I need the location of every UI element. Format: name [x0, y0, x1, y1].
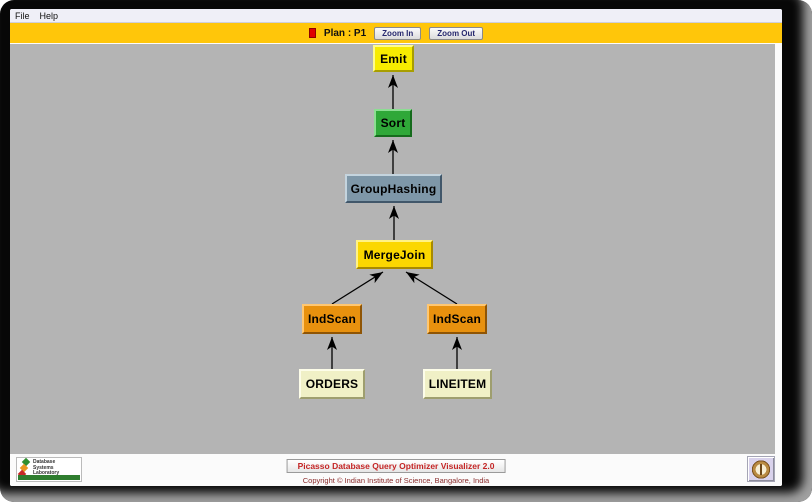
plan-toolbar: Plan : P1 Zoom In Zoom Out — [10, 23, 782, 43]
menu-file[interactable]: File — [15, 10, 30, 21]
plan-node-indscan-left[interactable]: IndScan — [302, 304, 362, 334]
plan-node-mergejoin[interactable]: MergeJoin — [356, 240, 433, 269]
dsl-green-bar — [18, 475, 80, 480]
plan-tree-canvas: Emit Sort GroupHashing MergeJoin IndScan… — [10, 44, 775, 454]
iisc-emblem-icon — [751, 459, 771, 479]
plan-node-orders[interactable]: ORDERS — [299, 369, 365, 399]
plan-node-grouphashing[interactable]: GroupHashing — [345, 174, 442, 203]
plan-node-lineitem[interactable]: LINEITEM — [423, 369, 492, 399]
iisc-logo — [747, 456, 775, 482]
dsl-lab-logo: Database Systems Laboratory — [16, 457, 82, 482]
menu-help[interactable]: Help — [39, 10, 59, 21]
picasso-visualizer-window: File Help Plan : P1 Zoom In Zoom Out — [10, 9, 782, 486]
menu-bar: File Help — [10, 9, 782, 23]
plan-label: Plan : P1 — [323, 27, 367, 39]
plan-node-emit[interactable]: Emit — [373, 45, 414, 72]
zoom-in-button[interactable]: Zoom In — [374, 26, 422, 40]
app-title-banner: Picasso Database Query Optimizer Visuali… — [286, 459, 506, 473]
footer-center: Picasso Database Query Optimizer Visuali… — [286, 456, 506, 485]
plan-node-sort[interactable]: Sort — [374, 109, 412, 137]
copyright-text: Copyright © Indian Institute of Science,… — [302, 476, 490, 485]
dsl-lab-text: Database Systems Laboratory — [33, 459, 60, 476]
plan-color-swatch — [308, 28, 316, 38]
zoom-out-button[interactable]: Zoom Out — [429, 26, 484, 40]
plan-edges — [327, 75, 462, 369]
status-footer: Database Systems Laboratory Picasso Data… — [10, 454, 782, 486]
plan-node-indscan-right[interactable]: IndScan — [427, 304, 487, 334]
